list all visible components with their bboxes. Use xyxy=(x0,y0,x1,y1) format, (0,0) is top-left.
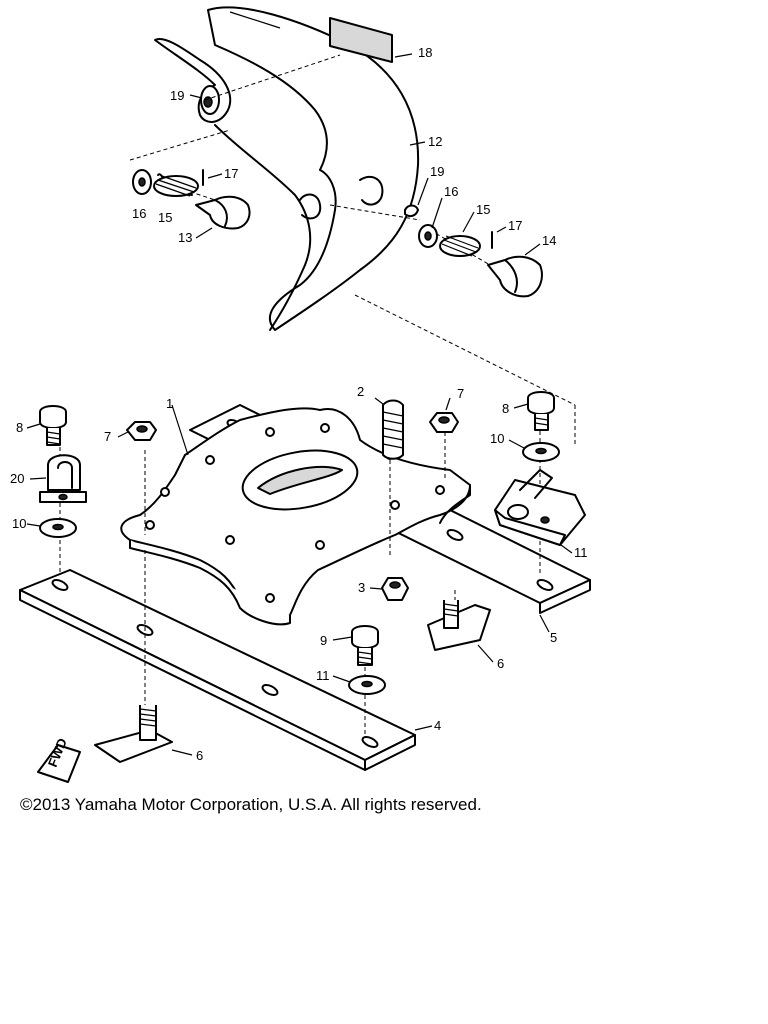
callout-8-right: 8 xyxy=(502,401,509,416)
callout-9: 9 xyxy=(320,633,327,648)
part-16-washer-left xyxy=(132,169,152,195)
callout-2: 2 xyxy=(357,384,364,399)
part-19-clip-right xyxy=(404,204,419,218)
callout-17-left: 17 xyxy=(224,166,238,181)
part-20-clamp xyxy=(39,454,87,503)
copyright-notice: ©2013 Yamaha Motor Corporation, U.S.A. A… xyxy=(20,795,482,814)
part-15-spring-right xyxy=(439,235,481,257)
part-13-knob xyxy=(195,195,251,230)
part-6-bolt-plate-right xyxy=(427,600,491,651)
callout-11-right: 11 xyxy=(574,545,588,560)
callout-5: 5 xyxy=(550,630,557,645)
callout-18: 18 xyxy=(418,45,432,60)
part-7-nut-left xyxy=(126,421,157,441)
callout-15-left: 15 xyxy=(158,210,172,225)
part-11-washer xyxy=(348,675,386,695)
callout-6-left: 6 xyxy=(196,748,203,763)
part-14-knob xyxy=(487,255,543,298)
callout-10-left: 10 xyxy=(12,516,26,531)
part-16-washer-right xyxy=(418,224,438,248)
part-10-washer-left xyxy=(39,518,77,538)
exploded-parts-diagram: FWD 18 19 12 17 16 15 13 19 16 15 17 14 … xyxy=(10,6,591,783)
part-12-guard-shell xyxy=(154,6,420,331)
part-2-stud xyxy=(382,399,404,460)
callout-7-left: 7 xyxy=(104,429,111,444)
callout-16-right: 16 xyxy=(444,184,458,199)
callout-labels: 18 19 12 17 16 15 13 19 16 15 17 14 2 1 … xyxy=(10,45,588,763)
fwd-arrow-icon: FWD xyxy=(37,736,81,783)
part-7-nut-right xyxy=(429,412,459,433)
part-15-spring-left xyxy=(153,173,199,197)
callout-4: 4 xyxy=(434,718,441,733)
callout-13: 13 xyxy=(178,230,192,245)
callout-20: 20 xyxy=(10,471,24,486)
callout-17-right: 17 xyxy=(508,218,522,233)
part-9-bolt xyxy=(351,625,379,666)
callout-1: 1 xyxy=(166,396,173,411)
part-4-front-rail xyxy=(19,569,416,771)
part-18-decal xyxy=(329,17,393,63)
callout-16-left: 16 xyxy=(132,206,146,221)
callout-3: 3 xyxy=(358,580,365,595)
part-6-bolt-plate-left xyxy=(94,705,173,763)
callout-14: 14 xyxy=(542,233,556,248)
callout-12: 12 xyxy=(428,134,442,149)
callout-19-top: 19 xyxy=(170,88,184,103)
part-3-nut xyxy=(381,577,409,601)
callout-11-left: 11 xyxy=(316,668,330,683)
part-8-bolt-right xyxy=(527,391,555,431)
callout-6-right: 6 xyxy=(497,656,504,671)
callout-19-right: 19 xyxy=(430,164,444,179)
part-8-bolt-left xyxy=(39,405,67,446)
part-10-washer-right xyxy=(522,442,560,462)
callout-15-right: 15 xyxy=(476,202,490,217)
callout-7-right: 7 xyxy=(457,386,464,401)
part-11-bracket xyxy=(494,469,586,546)
callout-10-right: 10 xyxy=(490,431,504,446)
part-1-mounting-plate xyxy=(120,407,471,626)
callout-8-left: 8 xyxy=(16,420,23,435)
